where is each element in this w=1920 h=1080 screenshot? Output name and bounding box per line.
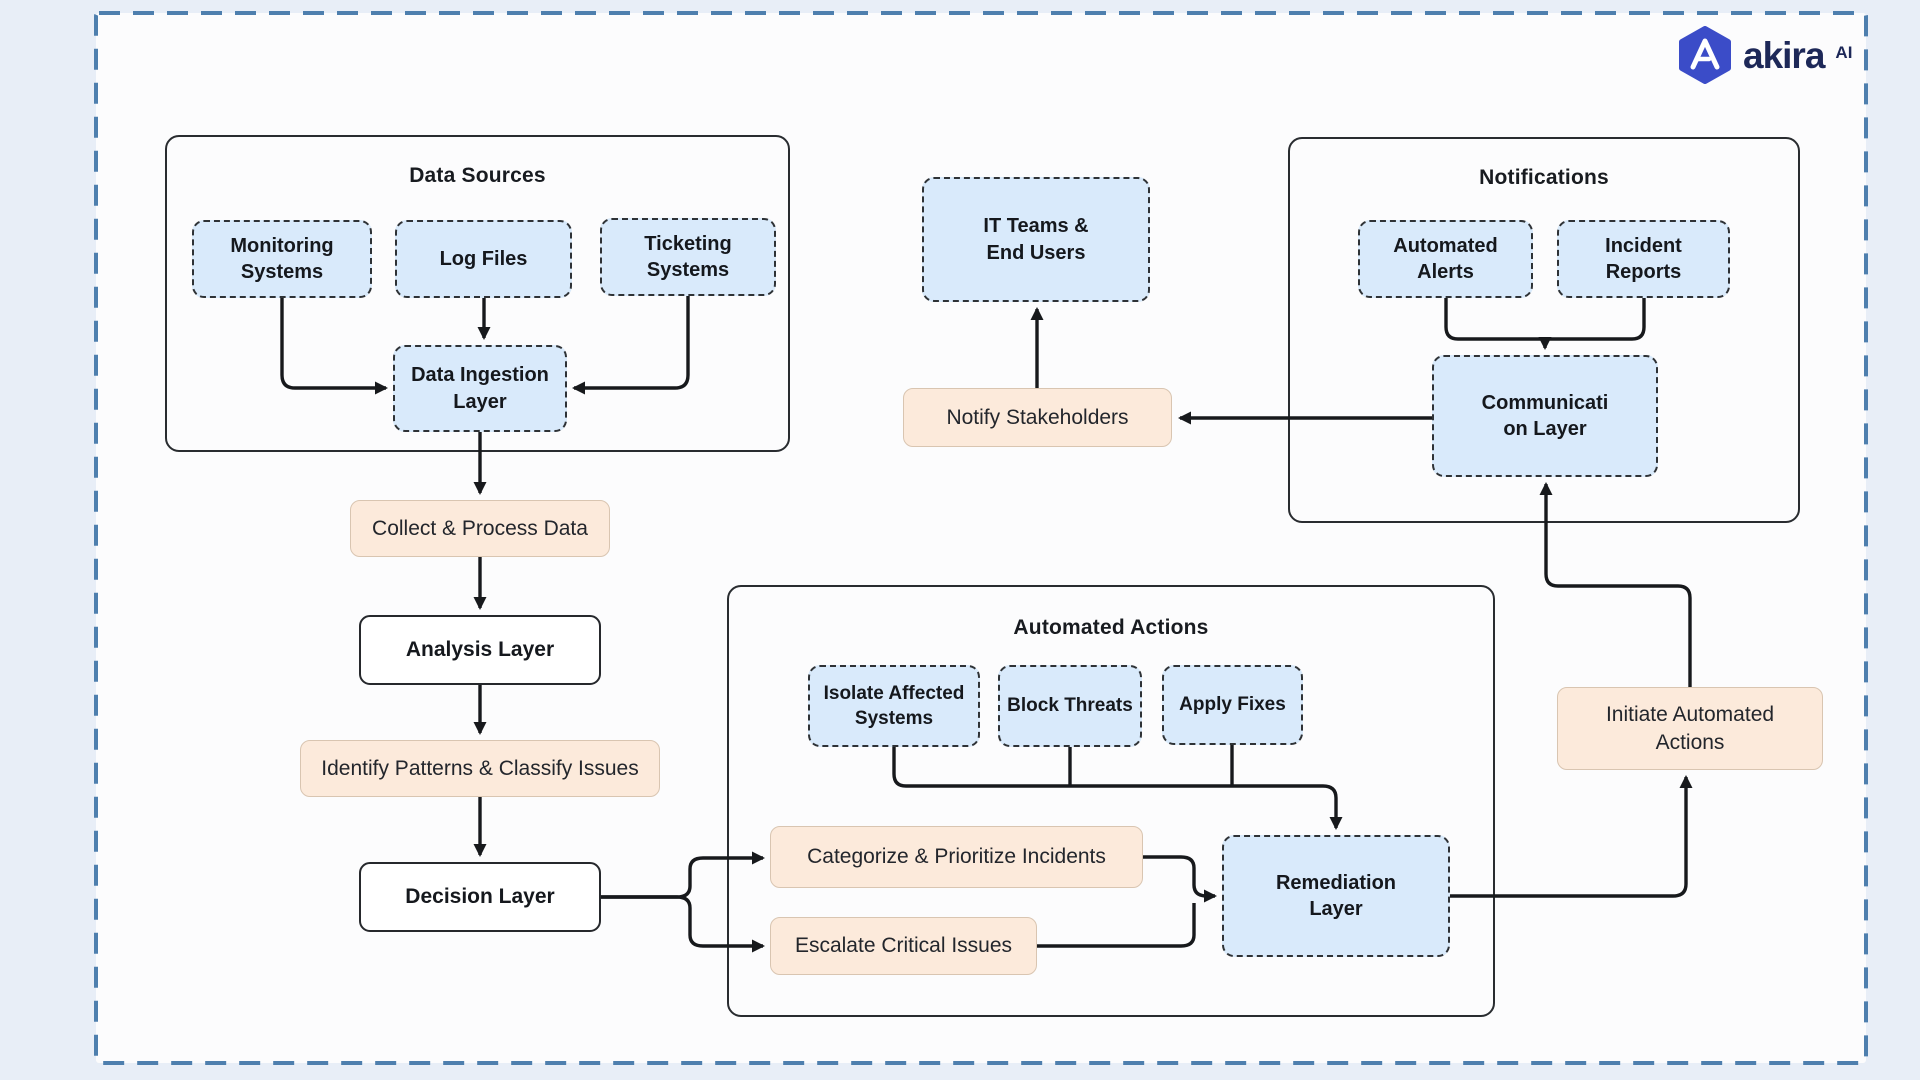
logo-wordmark: akira <box>1743 34 1825 76</box>
node-automated-alerts: Automated Alerts <box>1358 220 1533 298</box>
group-notifications-title: Notifications <box>1479 166 1609 189</box>
node-notify-stakeholders: Notify Stakeholders <box>903 388 1172 447</box>
node-apply-fixes: Apply Fixes <box>1162 665 1303 745</box>
node-escalate-critical-issues: Escalate Critical Issues <box>770 917 1037 975</box>
node-log-files: Log Files <box>395 220 572 298</box>
node-block-threats: Block Threats <box>998 665 1142 747</box>
node-initiate-automated-actions: Initiate Automated Actions <box>1557 687 1823 770</box>
node-monitoring-systems: Monitoring Systems <box>192 220 372 298</box>
node-analysis-layer: Analysis Layer <box>359 615 601 685</box>
akira-ai-logo: akira AI <box>1676 26 1853 84</box>
node-communication-layer: Communicati on Layer <box>1432 355 1658 477</box>
node-identify-patterns: Identify Patterns & Classify Issues <box>300 740 660 797</box>
akira-hexagon-icon <box>1679 26 1731 84</box>
node-it-teams-end-users: IT Teams & End Users <box>922 177 1150 302</box>
node-data-ingestion-layer: Data Ingestion Layer <box>393 345 567 432</box>
group-automated-actions-title: Automated Actions <box>1013 616 1209 639</box>
node-categorize-prioritize: Categorize & Prioritize Incidents <box>770 826 1143 888</box>
node-collect-process-data: Collect & Process Data <box>350 500 610 557</box>
node-isolate-affected-systems: Isolate Affected Systems <box>808 665 980 747</box>
group-data-sources-title: Data Sources <box>409 164 546 187</box>
node-ticketing-systems: Ticketing Systems <box>600 218 776 296</box>
logo-ai-superscript: AI <box>1835 43 1853 62</box>
node-decision-layer: Decision Layer <box>359 862 601 932</box>
node-remediation-layer: Remediation Layer <box>1222 835 1450 957</box>
node-incident-reports: Incident Reports <box>1557 220 1730 298</box>
